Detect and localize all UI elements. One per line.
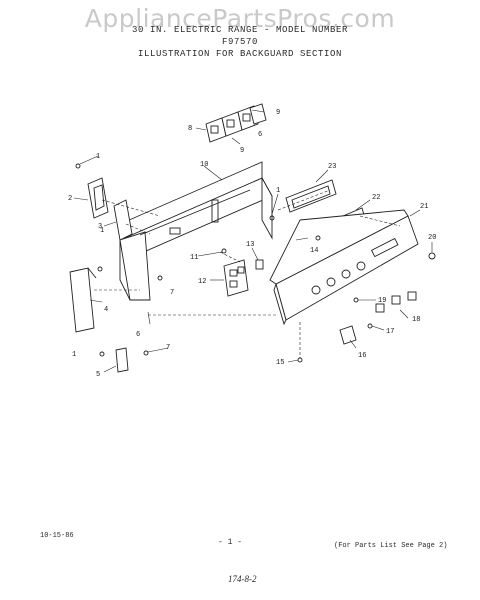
callout-12: 12 [198,278,206,286]
part-display-module [285,179,337,213]
callout-15: 15 [276,359,284,367]
callout-6: 6 [136,331,140,339]
callout-1c: 1 [72,351,76,359]
callout-labels: 1 2 3 1 4 1 5 6 7 7 8 9 9 6 10 11 12 13 … [68,109,436,379]
callout-6b: 6 [258,131,262,139]
part-knob-set [375,291,417,313]
diagram-title: 30 IN. ELECTRIC RANGE - MODEL NUMBER [131,25,349,35]
callout-20: 20 [428,234,436,242]
model-number: F97570 [221,37,258,47]
page-number: - 1 - [218,538,243,547]
part-clip [115,347,129,373]
revision-date: 10-15-86 [40,532,74,540]
callout-22: 22 [372,194,380,202]
callout-leaders [73,109,433,373]
part-side-bracket-left [87,177,109,219]
part-screws [75,163,373,363]
callout-2: 2 [68,195,72,203]
part-connector [255,259,264,270]
callout-7a: 7 [170,289,174,297]
assembly-lines [94,189,401,358]
callout-21: 21 [420,203,428,211]
part-switch-block [223,259,249,297]
callout-8: 8 [188,125,192,133]
part-light-socket [428,252,436,260]
callout-9b: 9 [276,109,280,117]
part-switch [339,325,357,345]
callout-23: 23 [328,163,336,171]
part-backguard-frame [119,161,273,301]
callout-7b: 7 [166,344,170,352]
parts-list-reference: (For Parts List See Page 2) [334,542,448,550]
callout-1d: 1 [276,187,280,195]
callout-13: 13 [246,241,254,249]
callout-11: 11 [190,254,198,262]
callout-3: 3 [98,223,102,231]
callout-16: 16 [358,352,366,360]
callout-4: 4 [104,306,108,314]
part-side-bracket-right [113,199,133,241]
callout-10: 10 [200,161,208,169]
callout-9a: 9 [240,147,244,155]
part-push-button-cluster [205,103,267,143]
callout-14: 14 [310,247,318,255]
part-end-cap [69,267,97,333]
callout-17: 17 [386,328,394,336]
callout-1a: 1 [96,153,100,161]
callout-5: 5 [96,371,100,379]
part-control-panel [269,209,419,326]
callout-1b: 1 [100,227,104,235]
handwritten-note: 174-8-2 [228,574,257,584]
callout-19: 19 [378,297,386,305]
callout-18: 18 [412,316,420,324]
diagram-subtitle: ILLUSTRATION FOR BACKGUARD SECTION [137,49,343,59]
